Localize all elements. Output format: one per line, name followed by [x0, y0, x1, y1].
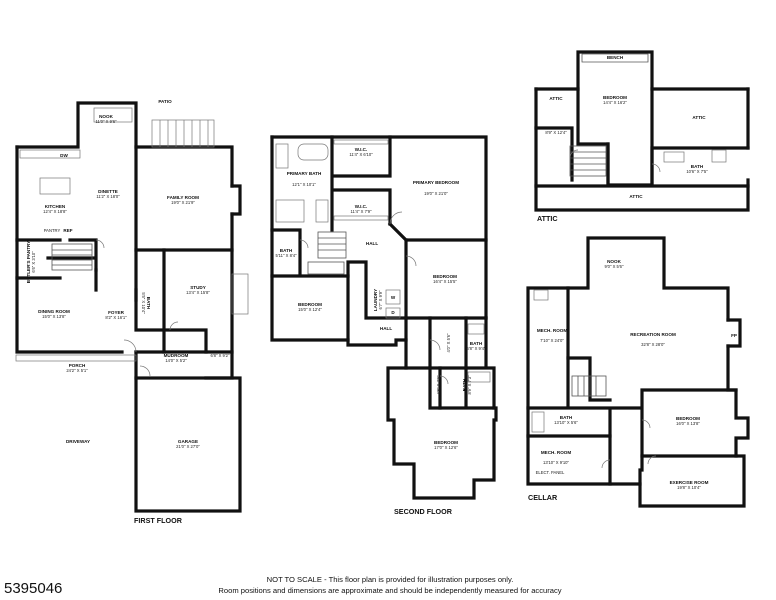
wic-2-dims: 11'4" X 7'9" — [350, 209, 372, 214]
attic-bath-label: BATH — [691, 164, 704, 169]
dining-room-label: DINING ROOM — [38, 309, 70, 314]
disclaimer-line-2: Room positions and dimensions are approx… — [218, 586, 562, 595]
second-bath-2-label: BATH — [470, 341, 483, 346]
nook-label: NOOK — [99, 114, 113, 119]
second-closet-2-dims: 4'8" X 7'9" — [436, 375, 441, 395]
second-floor-title: SECOND FLOOR — [394, 507, 453, 516]
laundry-label: LAUNDRY — [373, 289, 378, 311]
second-bath-3-label: BATH — [462, 378, 467, 391]
patio-label: PATIO — [158, 99, 172, 104]
hall-upper-label: HALL — [366, 241, 378, 246]
laundry-dims: 6'7" X 9'9" — [378, 290, 383, 310]
attic-space-1-label: ATTIC — [549, 96, 563, 101]
cellar-nook-label: NOOK — [607, 259, 621, 264]
second-closet-1-dims: 4'0" X 5'6" — [446, 333, 451, 353]
second-bath-3-dims: 8'9" X 7'3" — [467, 375, 472, 395]
attic-bedroom-label: BEDROOM — [603, 95, 627, 100]
disclaimer-line-1: NOT TO SCALE - This floor plan is provid… — [266, 575, 514, 584]
cellar-bath-dims: 13'10" X 5'6" — [554, 420, 578, 425]
foyer-label: FOYER — [108, 310, 125, 315]
dining-room-dims: 15'0" X 13'8" — [42, 314, 66, 319]
family-room-label: FAMILY ROOM — [167, 195, 199, 200]
porch-dims: 24'2" X 5'1" — [66, 368, 88, 373]
disclaimer: NOT TO SCALE - This floor plan is provid… — [160, 574, 620, 596]
nook-dims: 11'0" X 9'6" — [95, 119, 117, 124]
dinette-label: DINETTE — [98, 189, 118, 194]
foyer-dims: 8'2" X 16'1" — [105, 315, 127, 320]
cellar-title: CELLAR — [528, 493, 558, 502]
pantry-label: PANTRY — [44, 228, 61, 233]
bench-label: BENCH — [607, 55, 624, 60]
mudroom-dims: 14'0" X 5'2" — [165, 358, 187, 363]
wic-1-label: W.I.C. — [355, 147, 368, 152]
mech-room-2-label: MECH. ROOM — [541, 450, 572, 455]
cellar-plan: NOOK 9'0" X 5'6" MECH. ROOM 7'10" X 24'0… — [526, 236, 750, 508]
butlers-pantry-label: BUTLER'S PANTRY — [26, 241, 31, 283]
bedroom-4-dims: 17'0" X 12'6" — [434, 445, 458, 450]
family-room-dims: 19'0" X 21'9" — [171, 200, 195, 205]
cellar-bedroom-dims: 16'0" X 13'8" — [676, 421, 700, 426]
wic-2-label: W.I.C. — [355, 204, 368, 209]
bedroom-2-dims: 16'4" X 15'5" — [433, 279, 457, 284]
garage-dims: 21'0" X 27'0" — [176, 444, 200, 449]
cellar-nook-dims: 9'0" X 5'6" — [604, 264, 624, 269]
dinette-dims: 11'2" X 18'0" — [96, 194, 120, 199]
bedroom-3-label: BEDROOM — [298, 302, 322, 307]
primary-bedroom-dims: 19'0" X 21'0" — [424, 191, 448, 196]
attic-room-dims: 8'9" X 12'4" — [545, 130, 567, 135]
porch-label: PORCH — [69, 363, 86, 368]
first-bath-dims: 5'5" X 10'4" — [141, 292, 146, 314]
cellar-bath-label: BATH — [560, 415, 573, 420]
attic-space-2-label: ATTIC — [692, 115, 706, 120]
second-bath-1-label: BATH — [280, 248, 293, 253]
primary-bedroom-label: PRIMARY BEDROOM — [413, 180, 459, 185]
hall-lower-label: HALL — [380, 326, 392, 331]
fireplace-label: FP — [731, 333, 737, 338]
butlers-pantry-dims: 6'6" X 3'10" — [31, 251, 36, 273]
attic-space-3-label: ATTIC — [629, 194, 643, 199]
attic-bedroom-dims: 14'4" X 16'2" — [603, 100, 627, 105]
second-bath-1-dims: 5'11" X 8'4" — [275, 253, 297, 258]
bedroom-4-label: BEDROOM — [434, 440, 458, 445]
wic-1-dims: 11'4" X 6'10" — [349, 152, 373, 157]
recreation-room-dims: 32'8" X 28'0" — [641, 342, 665, 347]
attic-plan: BENCH ATTIC BEDROOM 14'4" X 16'2" ATTIC … — [534, 50, 750, 223]
exercise-room-dims: 19'8" X 10'4" — [677, 485, 701, 490]
mech-room-1-label: MECH. ROOM — [537, 328, 568, 333]
exercise-room-label: EXERCISE ROOM — [670, 480, 709, 485]
ref-label: REF — [63, 228, 72, 233]
primary-bath-label: PRIMARY BATH — [287, 171, 322, 176]
first-closet-dims: 6'8" X 9'2" — [210, 353, 230, 358]
recreation-room-label: RECREATION ROOM — [630, 332, 676, 337]
bedroom-2-label: BEDROOM — [433, 274, 457, 279]
driveway-label: DRIVEWAY — [66, 439, 90, 444]
bedroom-3-dims: 15'0" X 12'4" — [298, 307, 322, 312]
dw-label: DW — [60, 153, 68, 158]
washer-label: W — [391, 295, 396, 300]
listing-id: 5395046 — [4, 580, 63, 597]
study-dims: 13'4" X 15'8" — [186, 290, 210, 295]
mech-room-2-dims: 13'10" X 9'10" — [543, 460, 570, 465]
second-bath-2-dims: 6'8" X 9'4" — [466, 346, 486, 351]
first-floor-title: FIRST FLOOR — [134, 516, 183, 525]
study-label: STUDY — [190, 285, 206, 290]
first-bath-label: BATH — [146, 297, 151, 310]
kitchen-dims: 12'4" X 18'8" — [43, 209, 67, 214]
primary-bath-dims: 12'1" X 10'1" — [292, 182, 316, 187]
elect-panel-label: ELECT. PANEL — [536, 470, 565, 475]
cellar-bedroom-label: BEDROOM — [676, 416, 700, 421]
mudroom-label: MUDROOM — [164, 353, 189, 358]
attic-title: ATTIC — [537, 214, 558, 223]
garage-label: GARAGE — [178, 439, 198, 444]
kitchen-label: KITCHEN — [45, 204, 66, 209]
second-floor-plan: W.I.C. 11'4" X 6'10" PRIMARY BATH 12'1" … — [270, 135, 498, 516]
attic-bath-dims: 10'6" X 7'5" — [686, 169, 708, 174]
first-floor-plan: PATIO NOOK 11'0" X 9'6" DW DINETTE 11'2"… — [15, 99, 249, 525]
mech-room-1-dims: 7'10" X 24'0" — [540, 338, 564, 343]
dryer-label: D — [391, 310, 395, 315]
